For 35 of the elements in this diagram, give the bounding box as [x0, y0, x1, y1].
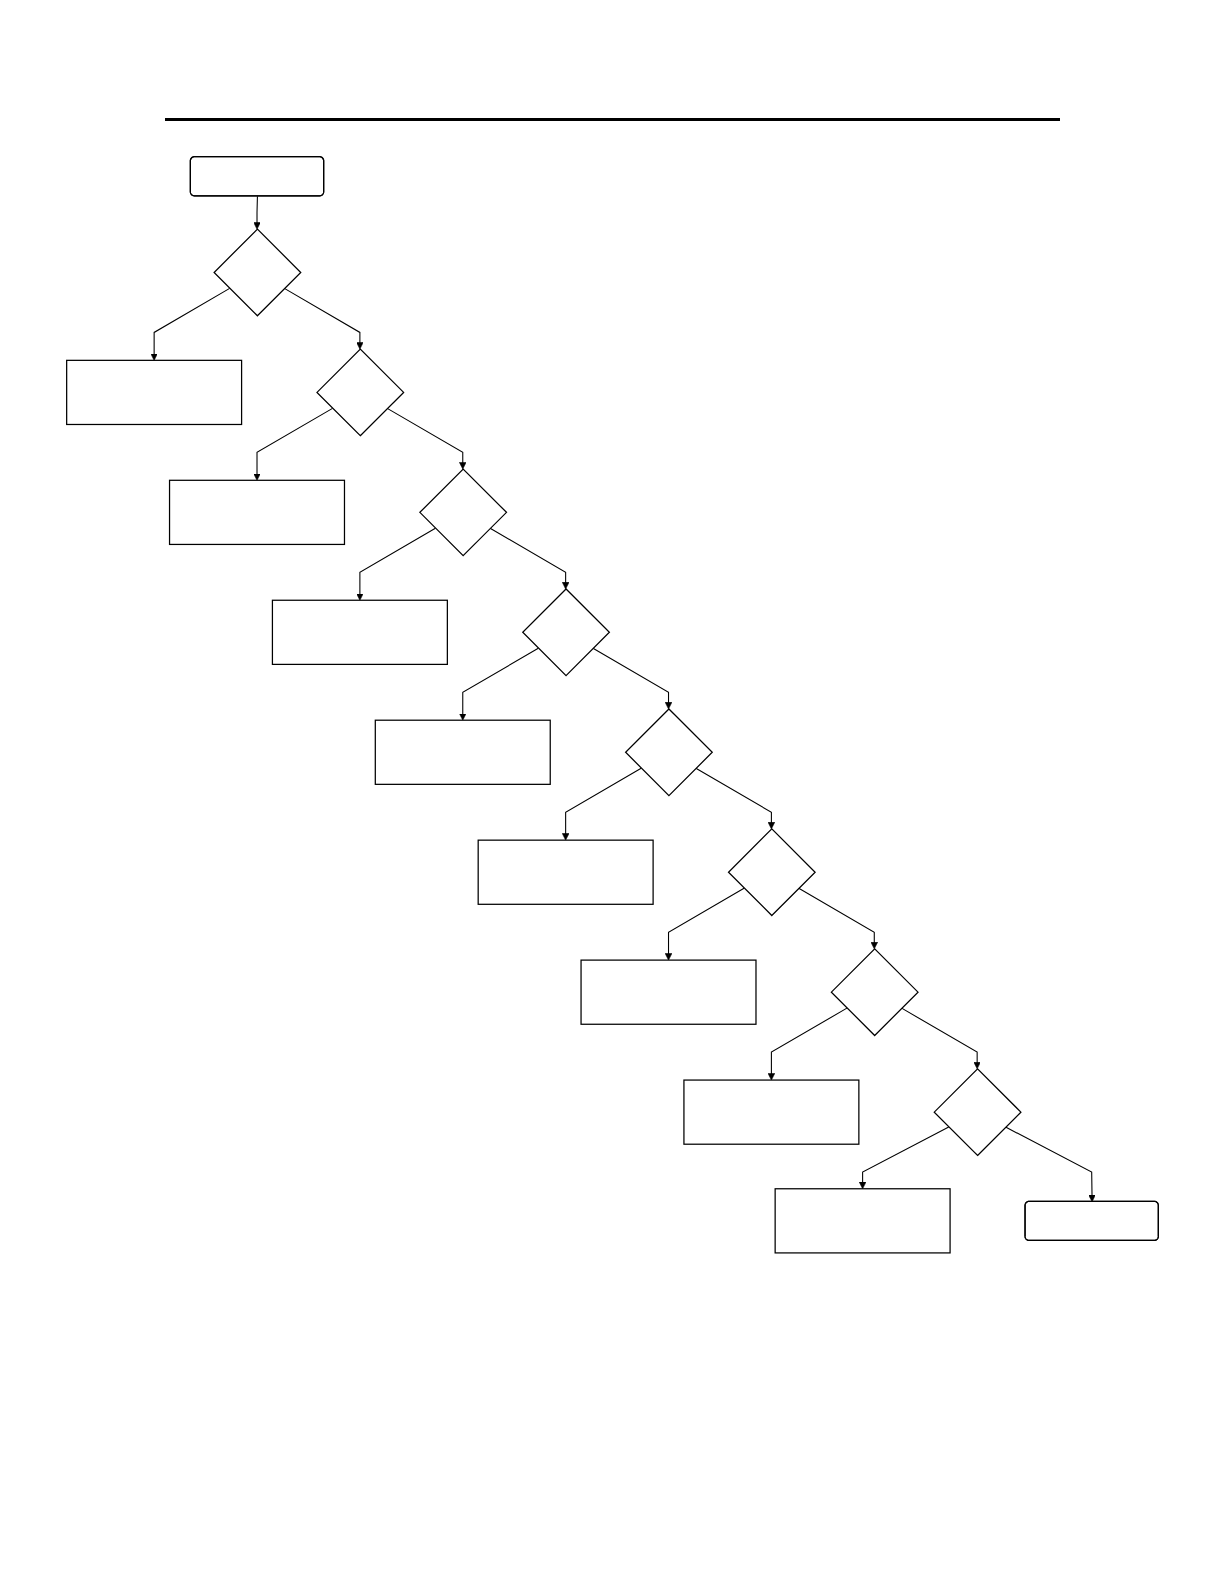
- arrow: [356, 527, 436, 601]
- arrow: [592, 647, 673, 710]
- terminal-box: [1024, 1200, 1159, 1242]
- arrow: [1005, 1126, 1096, 1202]
- arrow: [459, 647, 539, 721]
- decision-diamond: [316, 348, 405, 437]
- process-box: [683, 1079, 860, 1145]
- arrow: [386, 407, 467, 470]
- decision-diamond: [727, 828, 816, 917]
- arrow: [664, 887, 745, 961]
- process-box: [168, 479, 346, 546]
- arrow: [562, 767, 642, 841]
- arrow: [489, 527, 570, 590]
- process-box: [66, 359, 243, 426]
- decision-diamond: [624, 708, 714, 797]
- process-box: [580, 959, 757, 1025]
- arrow: [150, 287, 231, 361]
- decision-diamond: [933, 1067, 1022, 1157]
- arrow: [767, 1007, 848, 1081]
- arrow: [283, 287, 364, 350]
- process-box: [477, 839, 654, 905]
- terminal-box: [189, 156, 325, 197]
- decision-diamond: [521, 588, 611, 677]
- arrow: [695, 767, 776, 830]
- process-box: [271, 599, 448, 665]
- process-box: [774, 1188, 951, 1254]
- arrow: [253, 195, 261, 230]
- arrow: [253, 407, 334, 481]
- decision-diamond: [830, 947, 919, 1037]
- arrow: [798, 887, 878, 950]
- decision-diamond: [213, 228, 302, 317]
- decision-diamond: [418, 468, 508, 557]
- arrow: [858, 1126, 950, 1190]
- process-box: [374, 719, 551, 785]
- arrow: [901, 1007, 981, 1070]
